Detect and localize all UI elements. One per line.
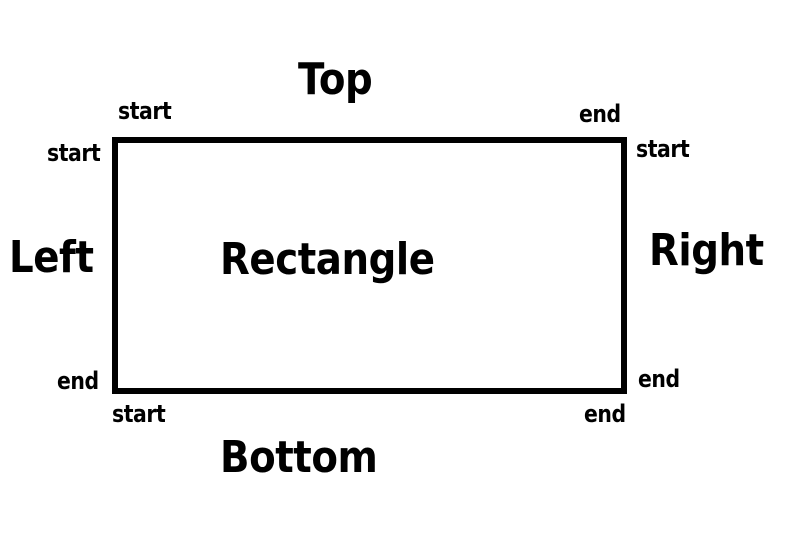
rectangle-label: Rectangle bbox=[220, 234, 435, 285]
top-side-label: Top bbox=[298, 54, 373, 105]
left-start-label: start bbox=[47, 139, 101, 167]
bottom-side-label: Bottom bbox=[220, 432, 378, 483]
rectangle-shape bbox=[112, 137, 627, 394]
bottom-end-label: end bbox=[584, 400, 626, 428]
right-end-label: end bbox=[638, 365, 680, 393]
top-end-label: end bbox=[579, 100, 621, 128]
left-side-label: Left bbox=[9, 232, 94, 283]
right-side-label: Right bbox=[649, 225, 764, 276]
right-start-label: start bbox=[636, 135, 690, 163]
left-end-label: end bbox=[57, 367, 99, 395]
bottom-start-label: start bbox=[112, 400, 166, 428]
top-start-label: start bbox=[118, 97, 172, 125]
